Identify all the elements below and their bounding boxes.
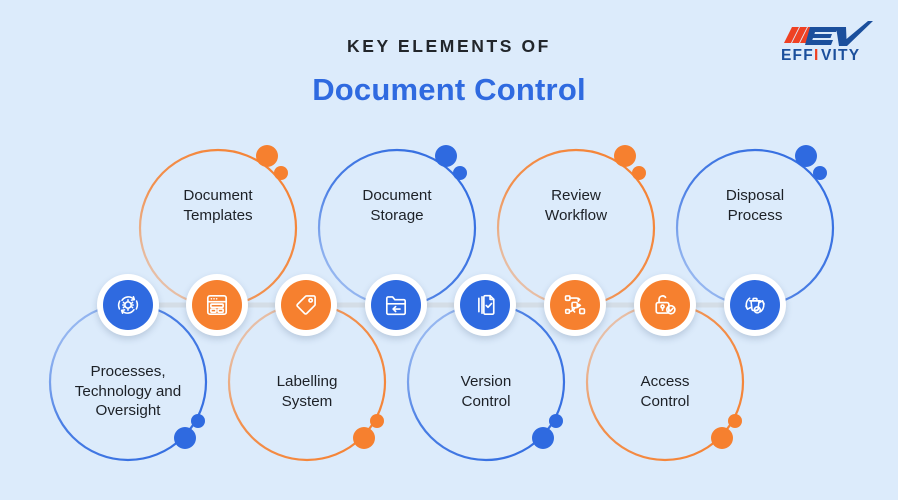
node-disc xyxy=(192,280,242,330)
label-line: Storage xyxy=(370,206,424,224)
label-review-workflow: Review Workflow xyxy=(491,186,661,225)
header: KEY ELEMENTS OF Document Control xyxy=(0,0,898,107)
node-disc xyxy=(460,280,510,330)
ring-dot-small xyxy=(274,166,288,180)
ring-dot-large xyxy=(532,427,554,449)
tag-icon xyxy=(296,295,316,315)
ring-dot-small xyxy=(453,166,467,180)
label-line: Review xyxy=(551,187,601,204)
node-document-templates[interactable] xyxy=(186,274,248,336)
label-access-control: Access Control xyxy=(580,372,750,411)
label-line: Oversight xyxy=(95,402,161,419)
gear-refresh-icon xyxy=(117,295,139,315)
unlocked-padlock-check-icon xyxy=(655,295,676,315)
svg-text:EFF: EFF xyxy=(781,47,814,64)
folder-arrow-icon xyxy=(385,296,407,316)
label-line: Process xyxy=(727,206,783,224)
ring-dot-small xyxy=(632,166,646,180)
recycle-bin-icon xyxy=(745,297,765,314)
ring-dot-small xyxy=(549,414,563,428)
ring-version-control xyxy=(406,302,566,462)
label-line: Technology and xyxy=(74,382,182,400)
label-line: Document xyxy=(183,187,253,204)
ring-dot-large xyxy=(353,427,375,449)
node-disc xyxy=(550,280,600,330)
label-line: Processes, xyxy=(90,363,166,380)
effivity-logo-svg: EFF I VITY xyxy=(781,21,873,64)
label-line: Workflow xyxy=(544,206,608,224)
node-disc xyxy=(640,280,690,330)
label-line: Control xyxy=(461,392,511,410)
ev-monogram-icon xyxy=(784,21,873,46)
ring-dot-large xyxy=(435,145,457,167)
ring-dot-large xyxy=(256,145,278,167)
node-processes-technology-oversight[interactable] xyxy=(97,274,159,336)
label-document-templates: Document Templates xyxy=(133,186,303,225)
label-disposal-process: Disposal Process xyxy=(670,186,840,225)
label-processes-technology-oversight: Processes, Technology and Oversight xyxy=(43,362,213,421)
ring-dot-small xyxy=(813,166,827,180)
workflow-diagram-icon xyxy=(564,295,586,315)
node-review-workflow[interactable] xyxy=(544,274,606,336)
page-title: Document Control xyxy=(312,71,586,107)
ring-dot-small xyxy=(191,414,205,428)
node-disc xyxy=(281,280,331,330)
effivity-logo[interactable]: EFF I VITY xyxy=(780,18,876,64)
svg-text:I: I xyxy=(814,47,820,64)
ring-dot-large xyxy=(614,145,636,167)
label-version-control: Version Control xyxy=(401,372,571,411)
node-access-control[interactable] xyxy=(634,274,696,336)
ring-dot-large xyxy=(711,427,733,449)
node-version-control[interactable] xyxy=(454,274,516,336)
label-document-storage: Document Storage xyxy=(312,186,482,225)
node-document-storage[interactable] xyxy=(365,274,427,336)
label-line: Templates xyxy=(183,206,253,224)
label-line: Control xyxy=(640,392,690,410)
node-disc xyxy=(103,280,153,330)
ring-dot-small xyxy=(728,414,742,428)
node-disc xyxy=(730,280,780,330)
ring-dot-large xyxy=(174,427,196,449)
svg-text:VITY: VITY xyxy=(821,47,860,64)
label-line: System xyxy=(281,392,333,410)
label-line: Version xyxy=(460,373,512,390)
node-disposal-process[interactable] xyxy=(724,274,786,336)
header-kicker: KEY ELEMENTS OF xyxy=(347,36,551,56)
documents-check-icon xyxy=(478,294,495,316)
node-disc xyxy=(371,280,421,330)
label-line: Disposal xyxy=(725,187,785,204)
effivity-wordmark: EFF I VITY xyxy=(781,47,860,64)
label-line: Access xyxy=(640,373,690,390)
ring-dot-small xyxy=(370,414,384,428)
node-labelling-system[interactable] xyxy=(275,274,337,336)
label-line: Labelling xyxy=(276,373,338,390)
ring-dot-large xyxy=(795,145,817,167)
label-labelling-system: Labelling System xyxy=(222,372,392,411)
label-line: Document xyxy=(362,187,432,204)
ring-review-workflow xyxy=(496,145,656,308)
template-layout-icon xyxy=(206,294,228,316)
